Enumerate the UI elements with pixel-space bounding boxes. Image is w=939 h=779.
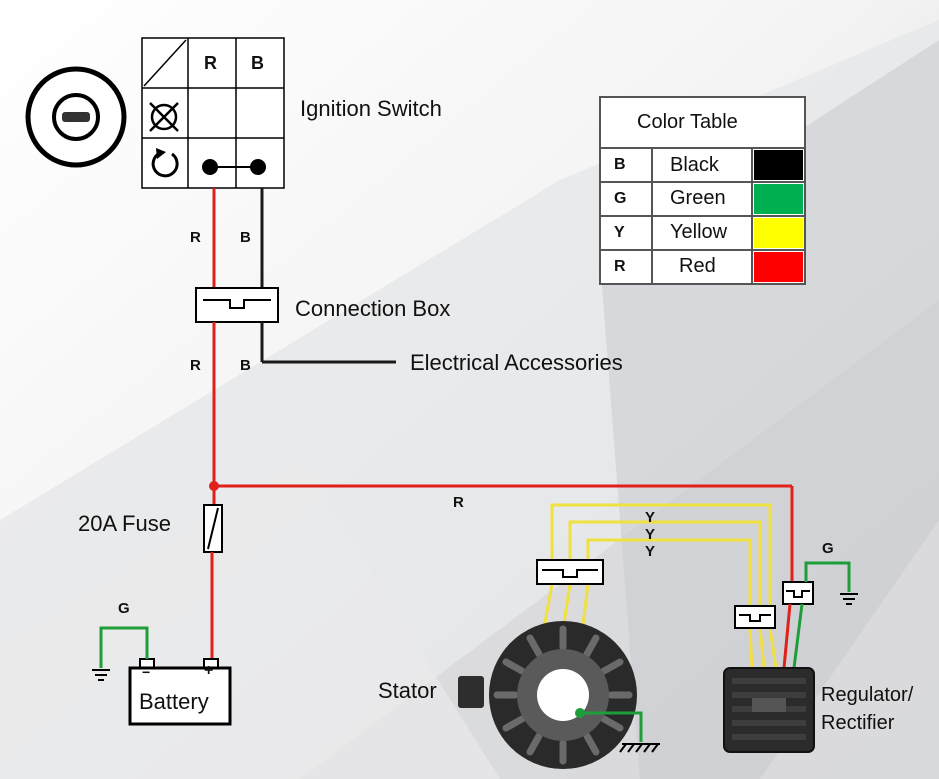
fuse-symbol — [203, 504, 223, 553]
ignition-key-icon — [25, 66, 127, 168]
stator-device — [458, 621, 637, 769]
wire-label-b2: B — [240, 357, 251, 374]
color-swatch-red — [754, 252, 803, 282]
color-name-red: Red — [679, 255, 716, 277]
color-code-b: B — [614, 156, 626, 173]
ignition-off-icon — [149, 102, 179, 132]
color-name-green: Green — [670, 187, 726, 209]
ignition-col-b: B — [251, 53, 264, 73]
color-swatch-yellow — [754, 218, 803, 248]
wire-label-g-regulator: G — [822, 540, 834, 557]
color-swatch-green — [754, 184, 803, 214]
wire-label-r3: R — [453, 494, 464, 511]
wire-label-r1: R — [190, 229, 201, 246]
regulator-red-green-connector — [782, 581, 814, 605]
color-code-r: R — [614, 258, 626, 275]
red-wire-to-regulator-body — [782, 603, 792, 669]
fuse-label: 20A Fuse — [78, 511, 171, 536]
regulator-label-line2: Rectifier — [821, 712, 895, 734]
wire-label-y3: Y — [645, 543, 656, 560]
ignition-col-r: R — [204, 53, 217, 73]
battery-symbol — [128, 658, 232, 726]
wire-label-y2: Y — [645, 526, 656, 543]
color-code-g: G — [614, 190, 627, 207]
stator-connector — [536, 559, 604, 585]
connection-box-symbol — [195, 287, 279, 323]
ignition-switch-label: Ignition Switch — [300, 96, 442, 121]
color-code-y: Y — [614, 224, 625, 241]
wire-label-g-battery: G — [118, 600, 130, 617]
battery-label: Battery — [139, 689, 209, 714]
green-wire-to-regulator-body — [792, 603, 804, 669]
battery-negative-sign: − — [142, 664, 151, 680]
ignition-connection-dots — [202, 159, 266, 175]
wire-label-r2: R — [190, 357, 201, 374]
wire-label-y1: Y — [645, 509, 656, 526]
regulator-label-line1: Regulator/ — [821, 684, 914, 706]
color-swatch-black — [754, 150, 803, 180]
regulator-ground — [804, 561, 858, 605]
stator-label: Stator — [378, 678, 437, 703]
color-table-title: Color Table — [637, 111, 738, 133]
color-name-yellow: Yellow — [670, 221, 728, 243]
regulator-rectifier-device — [723, 667, 815, 753]
connection-box-label: Connection Box — [295, 296, 451, 321]
ignition-on-icon — [151, 148, 179, 178]
battery-positive-sign: + — [204, 662, 214, 679]
yellow-wires — [538, 503, 778, 669]
regulator-yellow-connector — [734, 605, 776, 629]
battery-ground — [92, 626, 149, 681]
electrical-accessories-label: Electrical Accessories — [410, 350, 623, 375]
color-name-black: Black — [670, 154, 719, 176]
stator-ground — [575, 708, 660, 753]
wire-label-b1: B — [240, 229, 251, 246]
